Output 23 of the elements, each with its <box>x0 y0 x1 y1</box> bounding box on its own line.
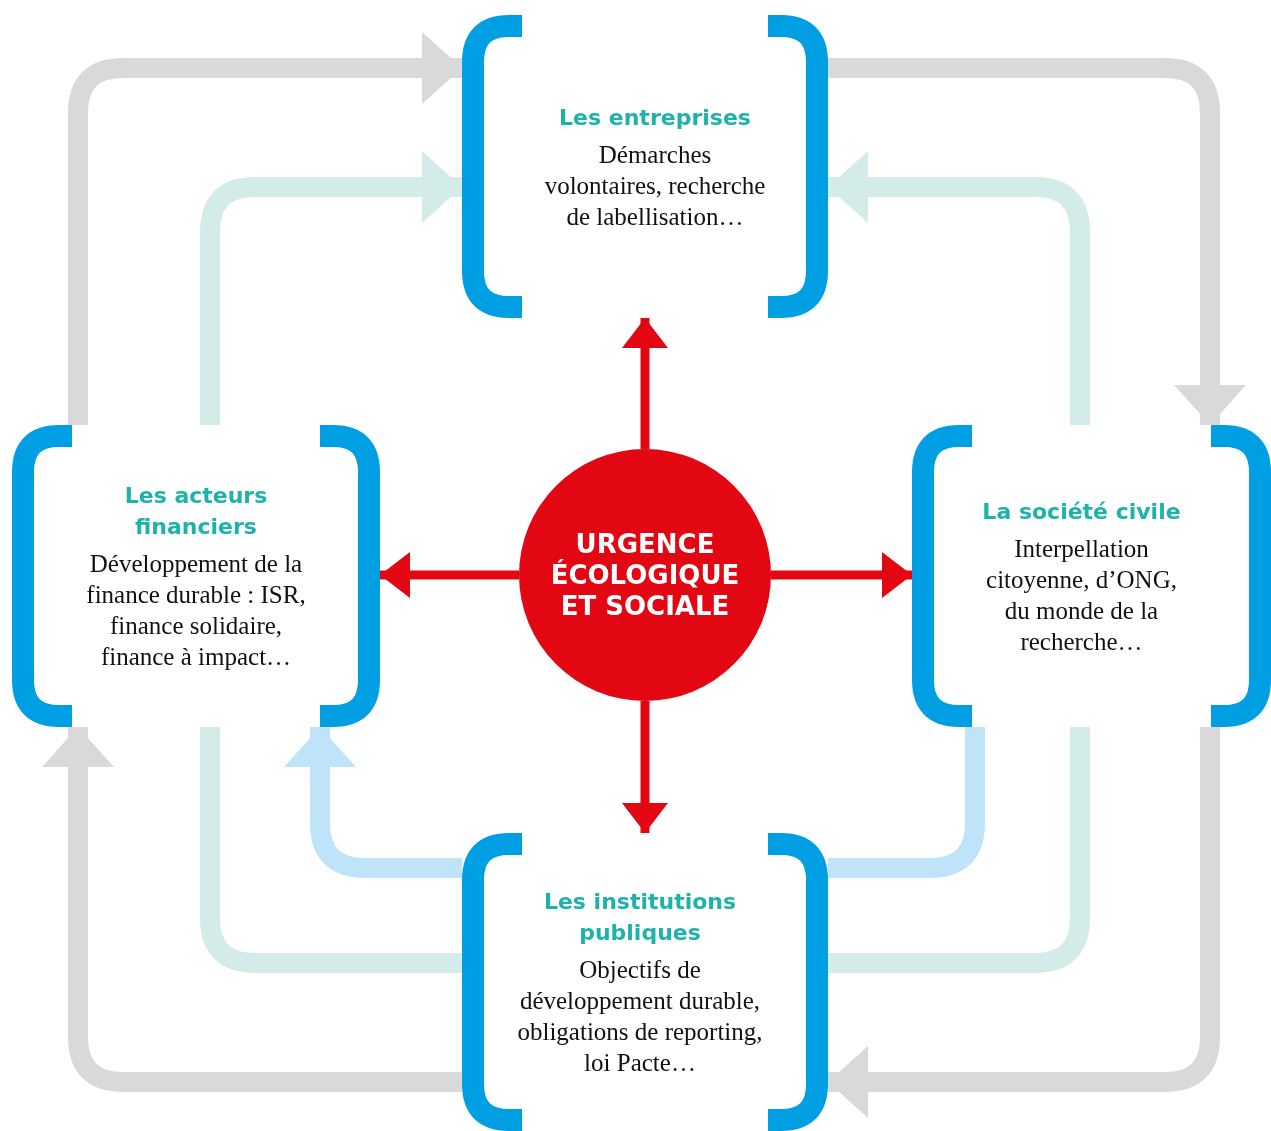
connector-line <box>828 727 985 878</box>
connector-line <box>200 727 462 973</box>
node-title: La société civile <box>982 497 1181 526</box>
arrow <box>284 727 462 878</box>
node-description: Démarches volontaires, recherche de labellisation… <box>543 139 767 232</box>
arrow <box>380 552 519 598</box>
arrow <box>828 58 1246 425</box>
node-title: Les entreprises <box>559 103 751 132</box>
node-description: Objectifs de développement durable, obligations de reporting, loi Pacte… <box>516 955 764 1078</box>
arrow <box>622 318 668 449</box>
node-title: Les acteurs financiers <box>123 482 269 541</box>
arrow <box>200 151 462 425</box>
node-title: Les institutions publiques <box>542 888 738 947</box>
arrow <box>828 151 1090 425</box>
arrow <box>42 727 462 1092</box>
arrow <box>622 701 668 833</box>
node-description: Développement de la finance durable : ISR, finance solidaire, finance à impact… <box>85 549 307 672</box>
node-description: Interpellation citoyenne, d’ONG, du monde de la recherche… <box>985 533 1178 657</box>
connector-line <box>828 727 1090 973</box>
arrow <box>771 552 912 598</box>
arrow <box>68 32 462 425</box>
node-title: URGENCE ÉCOLOGIQUE ET SOCIALE <box>549 528 741 622</box>
arrow <box>828 727 1220 1118</box>
